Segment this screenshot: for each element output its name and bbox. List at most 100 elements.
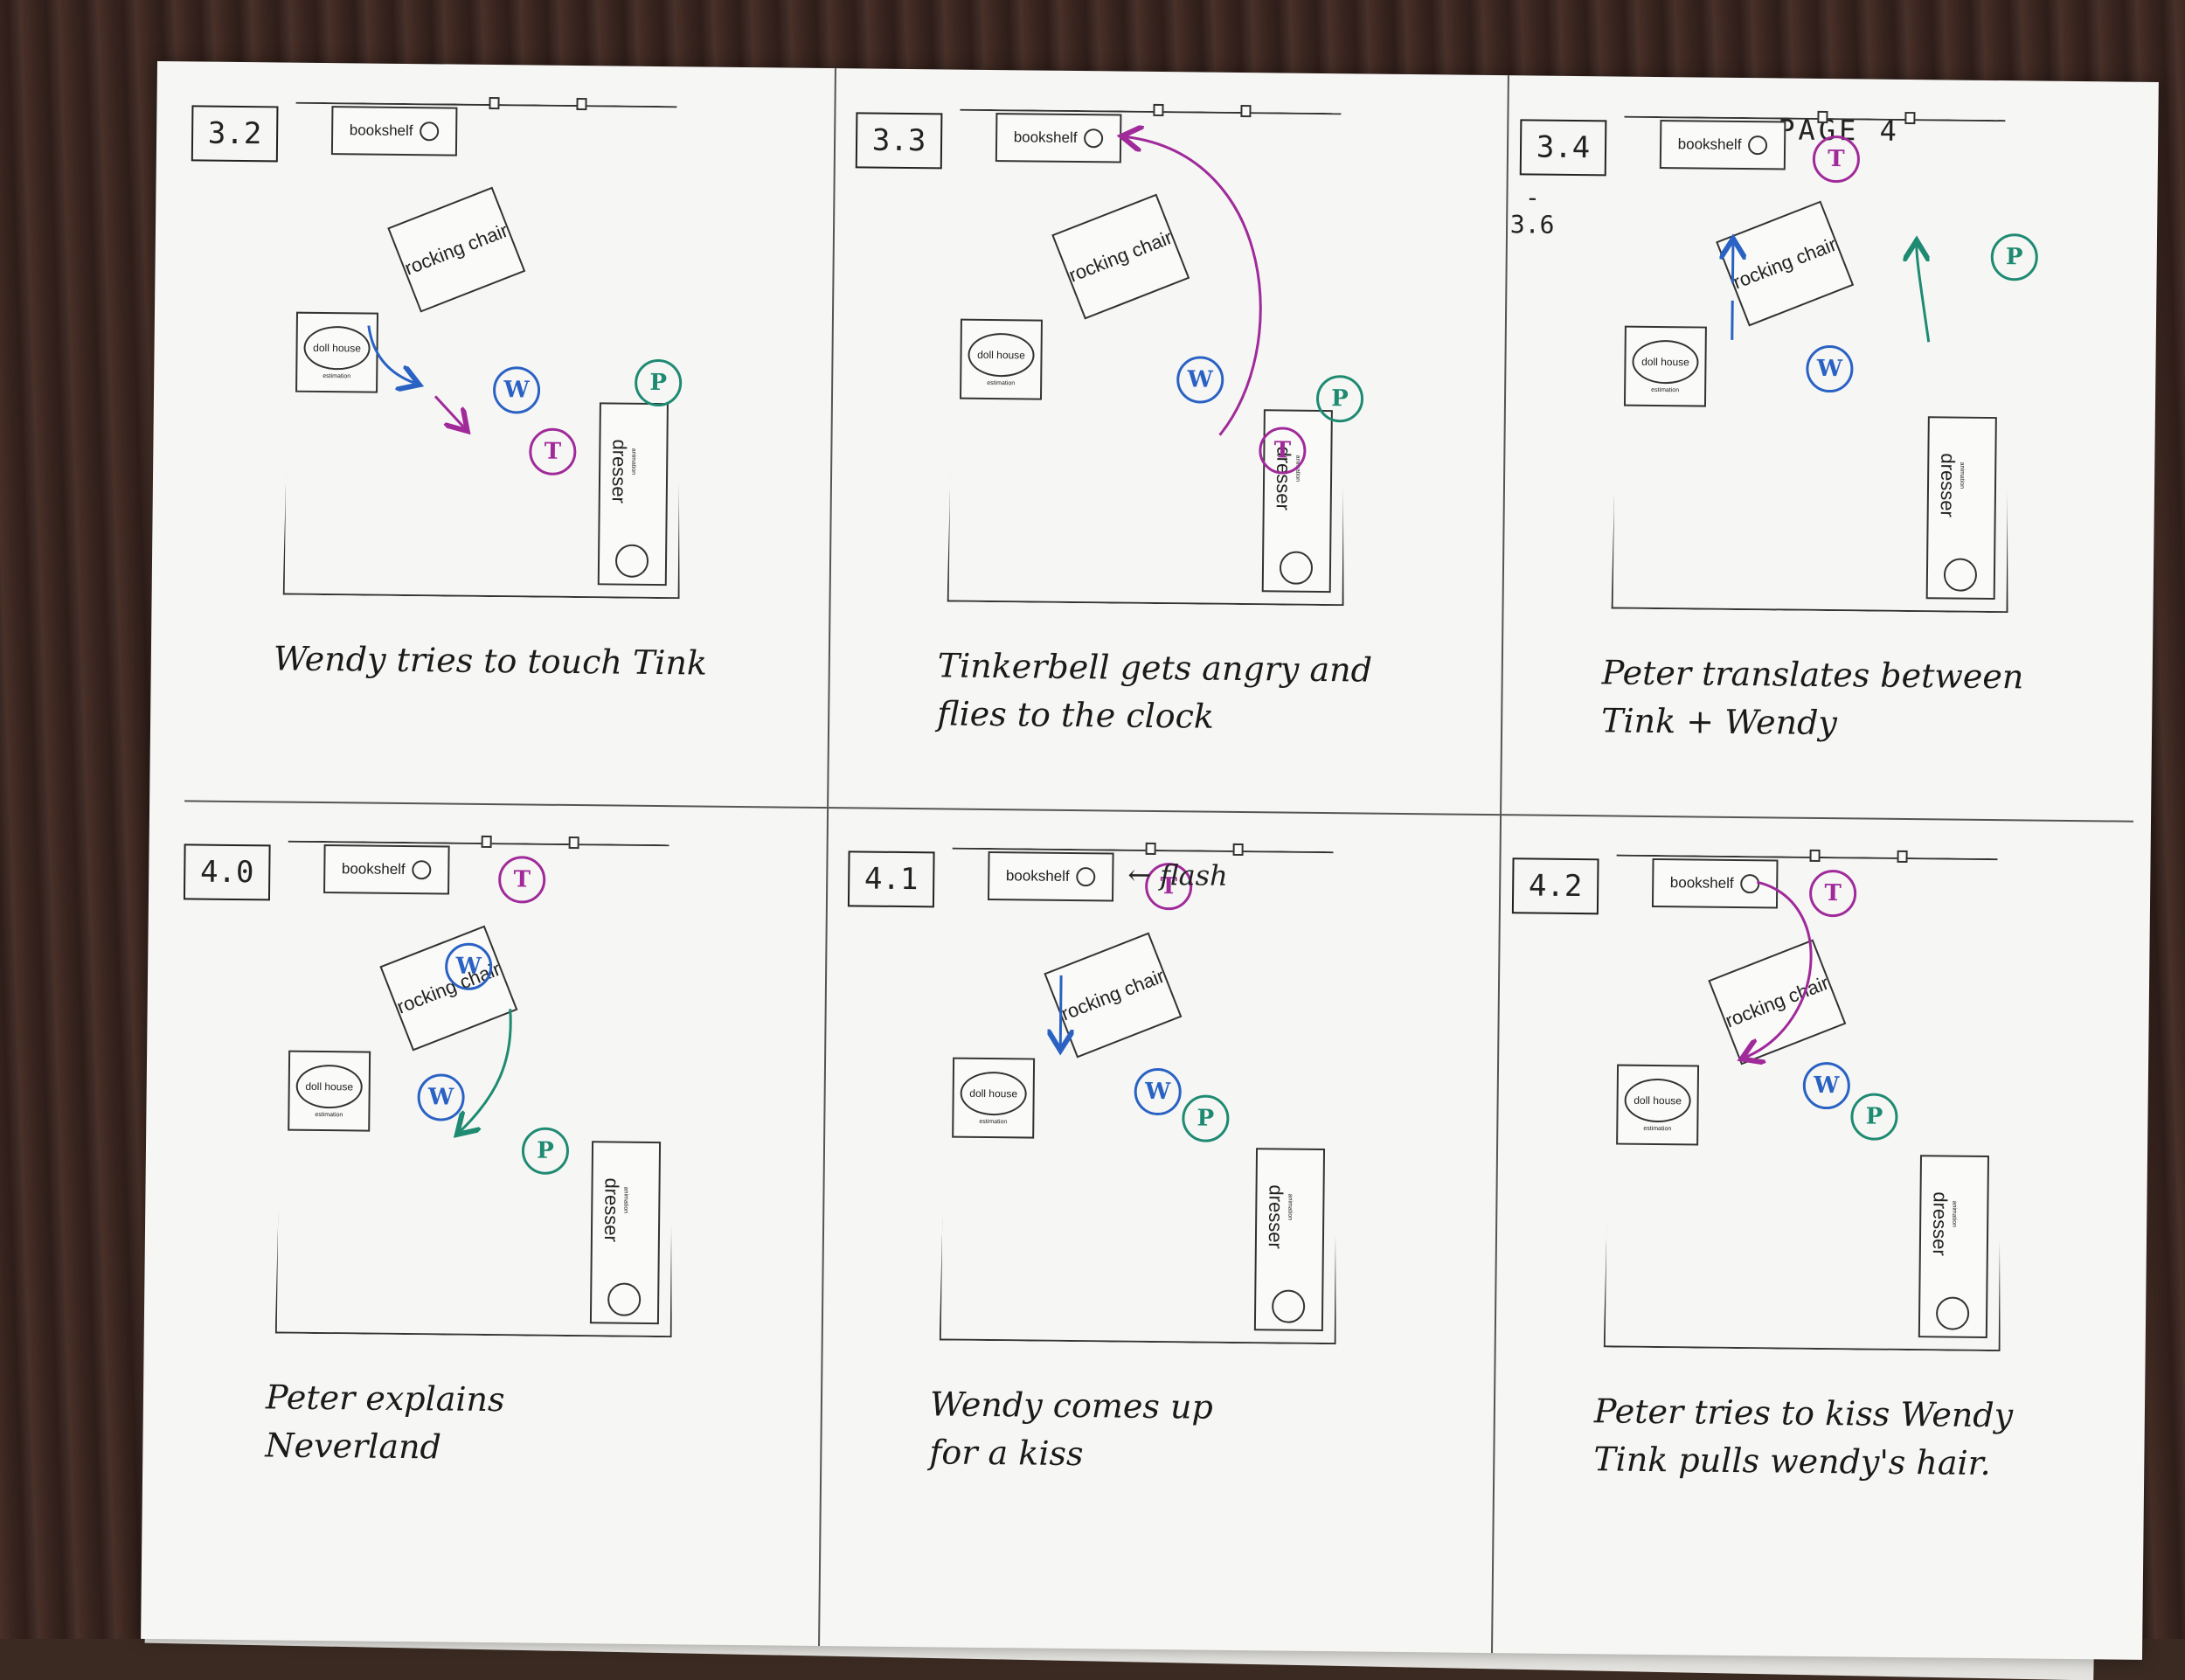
wendy-token: W <box>417 1073 465 1121</box>
wendy-token: W <box>1802 1061 1851 1110</box>
bookshelf: bookshelf <box>995 113 1122 163</box>
window-marker <box>568 836 579 850</box>
peter-token: P <box>521 1127 570 1175</box>
bookshelf: bookshelf <box>987 851 1114 902</box>
bookshelf-label: bookshelf <box>1677 135 1742 153</box>
peter-token: P <box>1850 1093 1898 1141</box>
bookshelf-label: bookshelf <box>1005 867 1070 885</box>
dresser-label: dresser <box>607 439 631 504</box>
dresser-knob-icon <box>614 544 649 578</box>
panel-caption: Peter translates between Tink + Wendy <box>1600 653 2024 743</box>
peter-token: P <box>634 358 683 407</box>
dollhouse-label: doll house <box>1632 339 1699 384</box>
dresser-knob-icon <box>1943 558 1978 592</box>
dresser-label: dresser <box>1936 453 1960 517</box>
dollhouse-label: doll house <box>1624 1078 1691 1122</box>
bookshelf: bookshelf <box>1651 857 1779 909</box>
bookshelf-clock-icon <box>412 860 432 880</box>
window-marker <box>1817 110 1828 124</box>
dresser-knob-icon <box>1935 1296 1970 1330</box>
peter-token: P <box>1315 374 1364 423</box>
dresser-knob-icon <box>1279 551 1314 585</box>
bookshelf-label: bookshelf <box>341 860 406 878</box>
scene-number: 3.3 <box>855 112 943 170</box>
tink-token: T <box>1812 135 1861 184</box>
dollhouse-sublabel: estimation <box>315 1111 343 1118</box>
dresser-sublabel: animation <box>1287 1193 1294 1221</box>
scene-number: 4.1 <box>847 850 935 908</box>
bookshelf-label: bookshelf <box>349 121 413 140</box>
dresser-sublabel: animation <box>622 1186 629 1214</box>
bookshelf-label: bookshelf <box>1669 874 1734 892</box>
dollhouse-label: doll house <box>968 332 1035 378</box>
bookshelf-label: bookshelf <box>1013 128 1078 147</box>
dollhouse-sublabel: estimation <box>323 372 351 379</box>
wendy-token: W <box>1176 356 1224 404</box>
dollhouse-sublabel: estimation <box>979 1118 1008 1125</box>
dollhouse-label: doll house <box>960 1071 1027 1115</box>
scene-range-note: - 3.6 <box>1509 183 1555 240</box>
panel-caption: Tinkerbell gets angry and flies to the c… <box>937 646 1373 736</box>
panel-caption: Wendy comes up for a kiss <box>929 1385 1214 1474</box>
panel-caption: Peter explains Neverland <box>265 1378 505 1467</box>
scene-number: 4.2 <box>1511 857 1599 915</box>
bookshelf-clock-icon <box>1076 867 1096 887</box>
window-marker <box>1897 850 1908 864</box>
bookshelf: bookshelf <box>323 844 450 895</box>
scene-number: 3.4 <box>1519 119 1607 177</box>
dresser-knob-icon <box>1271 1289 1306 1323</box>
scene-number: 3.2 <box>191 105 279 163</box>
column-divider <box>818 68 836 1647</box>
window-marker <box>1232 843 1244 857</box>
window-marker <box>1240 104 1252 118</box>
bookshelf: bookshelf <box>1659 120 1786 170</box>
dresser-sublabel: animation <box>630 448 637 476</box>
wendy-token: W <box>1806 344 1854 393</box>
tink-token: T <box>1259 427 1307 475</box>
bookshelf-clock-icon <box>1748 135 1768 156</box>
bookshelf: bookshelf <box>330 106 458 156</box>
tink-token: T <box>497 856 546 904</box>
dollhouse-sublabel: estimation <box>1643 1125 1672 1132</box>
peter-token: P <box>1182 1094 1230 1142</box>
scene-number: 4.0 <box>183 843 271 901</box>
window-marker <box>576 98 587 111</box>
window-marker <box>1153 103 1164 117</box>
dresser-sublabel: animation <box>1958 462 1966 489</box>
window-marker <box>489 96 500 110</box>
wendy-token: W <box>444 942 493 991</box>
panel-caption: Wendy tries to touch Tink <box>273 639 708 683</box>
window-marker <box>1145 842 1156 856</box>
dresser-label: dresser <box>600 1177 623 1243</box>
dollhouse-sublabel: estimation <box>1651 386 1680 393</box>
window-marker <box>481 835 492 849</box>
dresser-label: dresser <box>1928 1191 1952 1256</box>
dresser-knob-icon <box>607 1282 642 1316</box>
dollhouse-label: doll house <box>303 325 371 371</box>
tink-token: T <box>529 427 577 476</box>
flash-note: ← flash <box>1127 857 1228 892</box>
dresser-sublabel: animation <box>1951 1200 1958 1227</box>
peter-token: P <box>1990 233 2039 281</box>
bookshelf-clock-icon <box>1084 128 1104 149</box>
dollhouse: doll house estimation <box>1623 325 1707 407</box>
panel-caption: Peter tries to kiss Wendy Tink pulls wen… <box>1593 1392 2014 1483</box>
wendy-token: W <box>492 366 541 414</box>
wendy-token: W <box>1134 1067 1182 1116</box>
window-marker <box>1809 849 1821 862</box>
window-marker <box>1904 111 1916 125</box>
